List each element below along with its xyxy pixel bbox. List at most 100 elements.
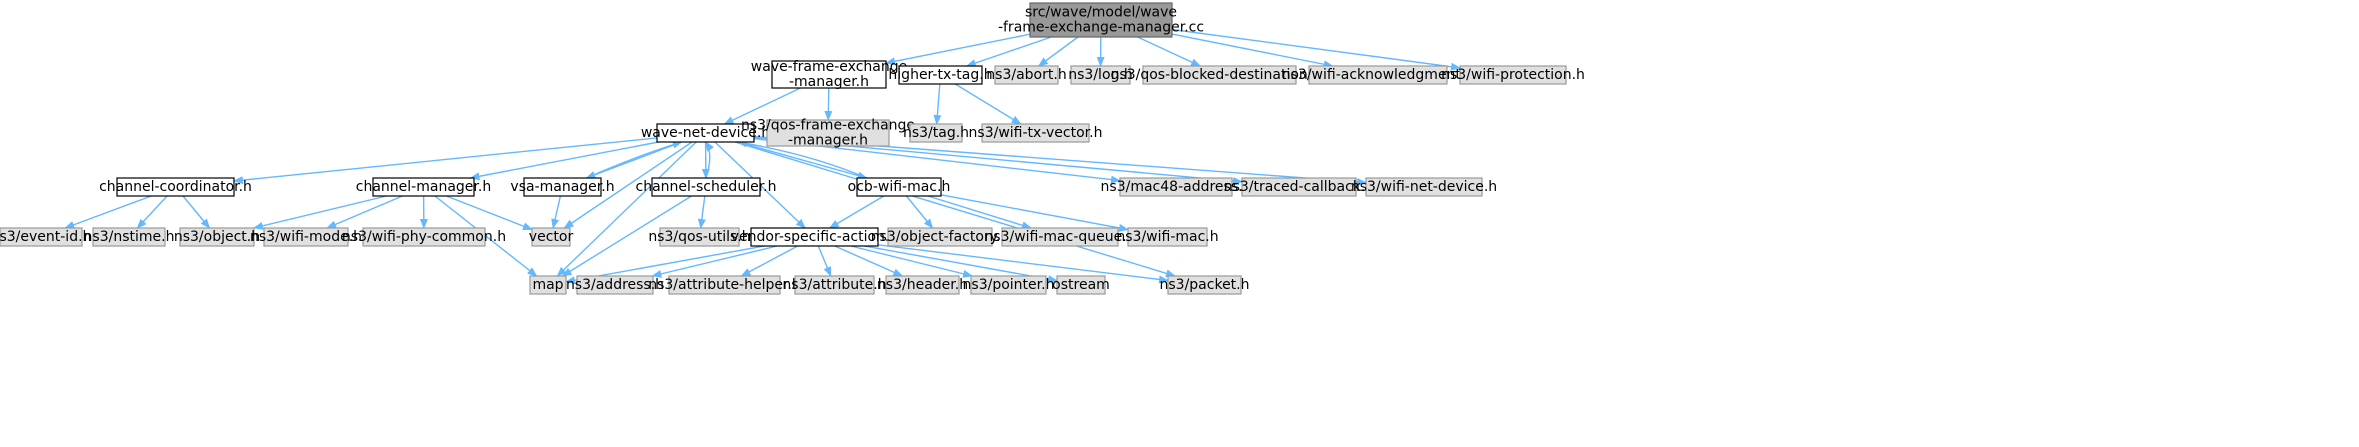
- node-box-htt: [898, 65, 983, 85]
- node-box-wnd: [656, 123, 755, 143]
- node-vsam[interactable]: vsa-manager.h: [510, 177, 615, 197]
- node-objf: ns3/object-factory.h: [871, 227, 1010, 247]
- node-box-tag: [909, 123, 963, 143]
- node-htt[interactable]: higher-tx-tag.h: [888, 65, 993, 85]
- node-label-cm-line-0: channel-manager.h: [356, 179, 491, 195]
- node-box-cs: [651, 177, 761, 197]
- node-box-cm: [372, 177, 475, 197]
- edge-wnd-to-packet: [734, 141, 1176, 278]
- node-box-vsa: [750, 227, 879, 247]
- node-log: ns3/log.h: [1068, 65, 1133, 85]
- edge-cm-to-vector: [446, 195, 533, 231]
- node-box-wprot: [1459, 65, 1567, 85]
- node-ahelp: ns3/attribute-helper.h: [648, 275, 801, 295]
- node-label-wmac-line-0: ns3/wifi-mac.h: [1116, 229, 1218, 245]
- node-label-tcb-line-0: ns3/traced-callback.h: [1224, 179, 1375, 195]
- edge-root-to-qbd: [1137, 36, 1202, 67]
- node-box-addr: [576, 275, 654, 295]
- node-label-wmode-line-0: ns3/wifi-mode.h: [250, 229, 362, 245]
- node-label-ahelp-line-0: ns3/attribute-helper.h: [648, 277, 801, 293]
- edge-cs-to-map: [561, 195, 692, 277]
- node-cc[interactable]: channel-coordinator.h: [99, 177, 252, 197]
- node-wpc: ns3/wifi-phy-common.h: [342, 227, 506, 247]
- node-box-objf: [887, 227, 993, 247]
- node-label-evid-line-0: ns3/event-id.h: [0, 229, 91, 245]
- node-nstime: ns3/nstime.h: [84, 227, 174, 247]
- edge-wnd-to-ocb: [737, 141, 868, 180]
- node-box-wtxv: [981, 123, 1090, 143]
- node-box-evid: [0, 227, 83, 247]
- edge-root-to-wfem: [885, 33, 1031, 66]
- edge-vsa-to-ahelp: [740, 245, 798, 277]
- edge-ocb-to-wmac: [940, 194, 1129, 232]
- node-packet: ns3/packet.h: [1160, 275, 1250, 295]
- node-label-tag-line-0: ns3/tag.h: [903, 125, 969, 141]
- edge-htt-to-wtxv: [954, 83, 1022, 125]
- node-label-ocb-line-0: ocb-wifi-mac.h: [848, 179, 951, 195]
- node-box-header: [885, 275, 960, 295]
- node-tag: ns3/tag.h: [903, 123, 969, 143]
- node-box-abort: [994, 65, 1059, 85]
- node-label-qfem-line-0: ns3/qos-frame-exchange: [741, 118, 915, 134]
- node-box-log: [1070, 65, 1131, 85]
- node-wmac: ns3/wifi-mac.h: [1116, 227, 1219, 247]
- node-box-ahelp: [668, 275, 781, 295]
- node-wnd[interactable]: wave-net-device.h: [641, 123, 770, 143]
- edge-ocb-to-objf: [905, 195, 934, 229]
- edge-wnd-to-cm: [469, 141, 659, 181]
- node-box-wfem: [771, 60, 887, 89]
- node-label-wnd3-line-0: ns3/wifi-net-device.h: [1351, 179, 1497, 195]
- node-label-object-line-0: ns3/object.h: [174, 229, 260, 245]
- node-box-wack: [1308, 65, 1448, 85]
- node-label-htt-line-0: higher-tx-tag.h: [888, 67, 992, 83]
- edge-wnd-to-vector: [563, 141, 693, 229]
- node-box-qfem: [766, 119, 890, 147]
- node-box-mac48: [1119, 177, 1233, 197]
- node-label-objf-line-0: ns3/object-factory.h: [871, 229, 1010, 245]
- edge-vsa-to-attr: [817, 245, 832, 277]
- edge-vsa-to-header: [834, 245, 904, 277]
- node-ocb[interactable]: ocb-wifi-mac.h: [848, 177, 951, 197]
- node-cm[interactable]: channel-manager.h: [356, 177, 491, 197]
- node-box-root: [1029, 2, 1173, 38]
- node-label-wtxv-line-0: ns3/wifi-tx-vector.h: [969, 125, 1103, 141]
- node-header: ns3/header.h: [877, 275, 968, 295]
- node-box-map: [529, 275, 567, 295]
- edge-root-to-abort: [1037, 36, 1079, 67]
- node-label-wpc-line-0: ns3/wifi-phy-common.h: [342, 229, 506, 245]
- node-label-wmq-line-0: ns3/wifi-mac-queue.h: [984, 229, 1135, 245]
- node-label-vsa-line-0: vendor-specific-action.h: [731, 229, 899, 245]
- node-box-qutils: [659, 227, 740, 247]
- edge-root-to-wack: [1171, 33, 1334, 69]
- node-box-vector: [531, 227, 571, 247]
- node-wmode: ns3/wifi-mode.h: [250, 227, 362, 247]
- node-box-qbd: [1142, 65, 1297, 85]
- edge-root-to-wprot: [1171, 28, 1461, 71]
- edge-wnd-to-cc: [233, 137, 658, 185]
- node-label-root-line-1: -frame-exchange-manager.cc: [998, 20, 1204, 36]
- node-vsa[interactable]: vendor-specific-action.h: [731, 227, 899, 247]
- edge-vsa-to-pointer: [850, 245, 974, 278]
- node-label-addr-line-0: ns3/address.h: [566, 277, 664, 293]
- edges-layer: [64, 28, 1461, 285]
- node-vector: vector: [529, 227, 574, 247]
- edge-cc-to-evid: [64, 195, 152, 229]
- node-box-wmq: [1001, 227, 1119, 247]
- node-label-vsam-line-0: vsa-manager.h: [510, 179, 614, 195]
- node-addr: ns3/address.h: [566, 275, 664, 295]
- node-root[interactable]: src/wave/model/wave-frame-exchange-manag…: [998, 2, 1204, 38]
- node-abort: ns3/abort.h: [986, 65, 1067, 85]
- node-cs[interactable]: channel-scheduler.h: [636, 177, 777, 197]
- node-box-tcb: [1241, 177, 1357, 197]
- edge-ocb-to-wnd: [736, 139, 868, 179]
- node-box-vsam: [523, 177, 602, 197]
- node-wfem[interactable]: wave-frame-exchange-manager.h: [751, 59, 907, 90]
- node-label-wfem-line-0: wave-frame-exchange: [751, 59, 907, 75]
- node-box-wmode: [263, 227, 349, 247]
- node-ostream: ostream: [1052, 275, 1110, 295]
- node-label-vector-line-0: vector: [529, 229, 574, 245]
- node-box-object: [179, 227, 255, 247]
- edge-cm-to-map: [434, 195, 538, 277]
- edge-vsam-to-vector: [551, 195, 562, 229]
